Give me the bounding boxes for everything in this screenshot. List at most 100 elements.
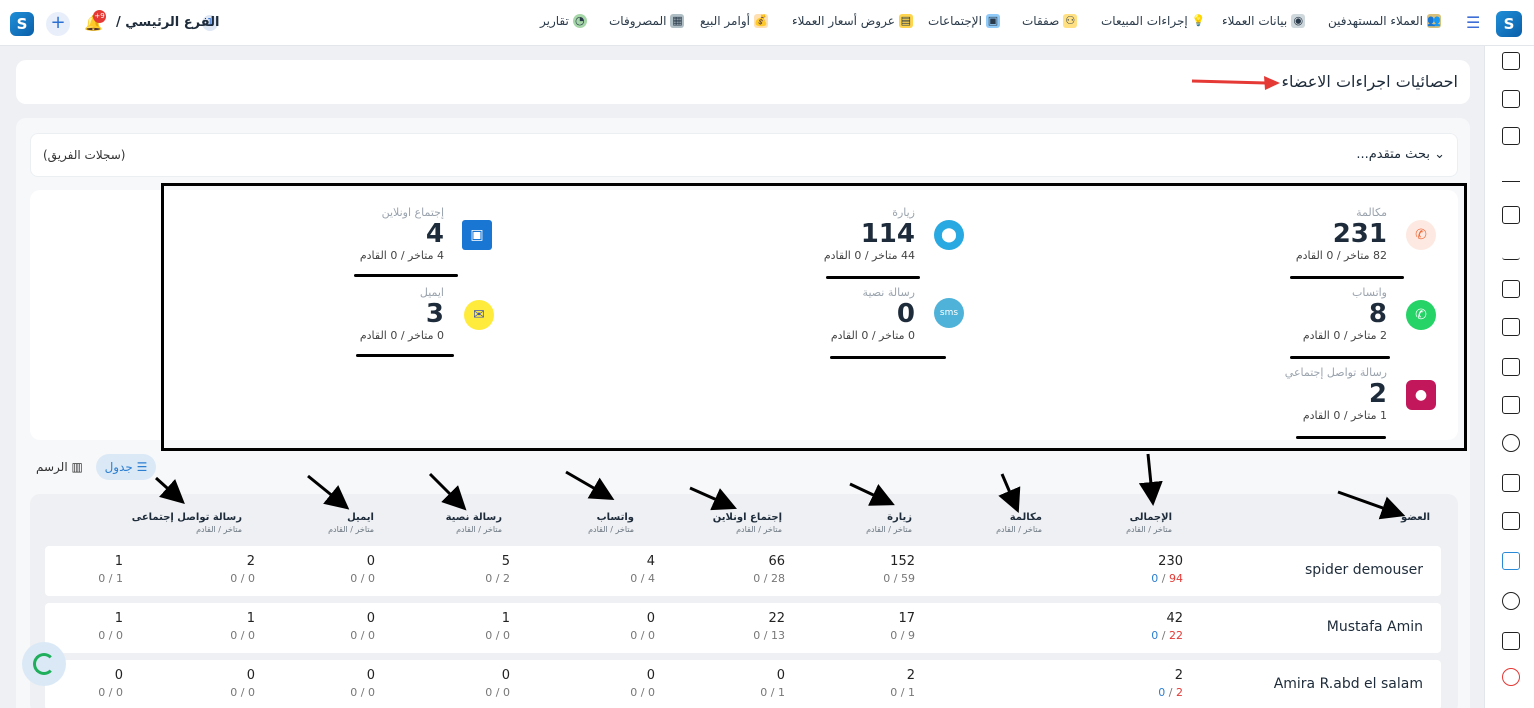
chevron-down-icon: ⌄	[1434, 147, 1445, 162]
cell-value: 0	[366, 668, 375, 683]
cell-breakdown: 0 / 0	[350, 572, 375, 585]
table-view-button[interactable]: ☰ جدول	[96, 454, 156, 480]
red-annotation-arrow	[1191, 76, 1280, 90]
nav-meetings[interactable]: ▣ الإجتماعات	[928, 14, 1000, 28]
cell-value: 0	[646, 611, 655, 626]
cell-breakdown: 0 / 0	[98, 686, 123, 699]
sidebar-settings-icon[interactable]	[1502, 592, 1520, 610]
stat-cell: 0 0 / 0	[630, 611, 655, 642]
cell-value: 66	[768, 554, 785, 569]
cell-breakdown: 0 / 1	[890, 686, 915, 699]
sidebar-leads-icon[interactable]	[1502, 52, 1520, 70]
stat-whatsapp: واتساب 8 2 متاخر / 0 القادم	[1302, 286, 1387, 342]
branch-number-badge: 1	[202, 15, 218, 31]
stat-email: ايميل 3 0 متاخر / 0 القادم	[359, 286, 444, 342]
sidebar-box-icon[interactable]	[1502, 396, 1520, 414]
sidebar-user-icon[interactable]	[1502, 434, 1520, 452]
menu-icon[interactable]: ☰	[1466, 13, 1481, 32]
stat-cell: 0 0 / 0	[98, 668, 123, 699]
advanced-search-toggle[interactable]: ⌄ بحث متقدم...	[1356, 147, 1445, 162]
cell-value: 1	[114, 554, 123, 569]
cell-breakdown: 0 / 28	[753, 572, 785, 585]
sidebar-money-icon[interactable]	[1502, 127, 1520, 145]
sidebar-team-icon[interactable]	[1502, 90, 1520, 108]
branch-selector[interactable]: الفرع الرئيسي /	[116, 15, 220, 30]
total-breakdown: 0 / 94	[1151, 572, 1183, 585]
cell-breakdown: 0 / 59	[883, 572, 915, 585]
cell-breakdown: 0 / 0	[630, 629, 655, 642]
target-customers-icon: 👥	[1426, 14, 1441, 28]
sidebar-pen-icon[interactable]	[1502, 318, 1520, 336]
online-meeting-icon: ▣	[462, 220, 492, 250]
loading-spinner	[22, 642, 66, 686]
col-online-meeting: إجتماع اونلاين متاخر / القادم	[712, 512, 782, 534]
cell-value: 0	[366, 611, 375, 626]
cell-breakdown: 0 / 0	[98, 629, 123, 642]
cell-value: 0	[646, 668, 655, 683]
nav-expenses[interactable]: ▦ المصروفات	[609, 14, 685, 28]
sidebar-stats-icon[interactable]	[1502, 552, 1520, 570]
cell-breakdown: 0 / 13	[753, 629, 785, 642]
cell-breakdown: 0 / 1	[760, 686, 785, 699]
sidebar-invoice-icon[interactable]	[1502, 280, 1520, 298]
whatsapp-icon: ✆	[1406, 300, 1436, 330]
team-records-label: (سجلات الفريق)	[43, 148, 126, 162]
member-name: spider demouser	[1304, 562, 1423, 578]
nav-target-customers[interactable]: 👥 العملاء المستهدفين	[1328, 14, 1441, 28]
email-icon: ✉	[464, 300, 494, 330]
underline-mark	[1290, 276, 1404, 279]
cell-value: 0	[114, 668, 123, 683]
nav-quotes[interactable]: ▤ عروض أسعار العملاء	[792, 14, 913, 28]
nav-customer-data[interactable]: ◉ بيانات العملاء	[1222, 14, 1306, 28]
deals-icon: ⚇	[1063, 14, 1078, 28]
col-visit: زيارة متاخر / القادم	[866, 512, 912, 534]
col-social: رسالة تواصل إجتماعى متاخر / القادم	[131, 512, 242, 534]
underline-mark	[354, 274, 458, 277]
meetings-icon: ▣	[985, 14, 1000, 28]
secondary-logo-icon[interactable]: S	[10, 12, 34, 36]
sidebar-warning-icon[interactable]	[1502, 164, 1520, 182]
customer-data-icon: ◉	[1291, 14, 1306, 28]
col-total: الإجمالى متاخر / القادم	[1126, 512, 1172, 534]
nav-deals[interactable]: ⚇ صفقات	[1022, 14, 1078, 28]
cell-breakdown: 0 / 2	[485, 572, 510, 585]
sidebar-video-icon[interactable]	[1502, 206, 1520, 224]
cell-breakdown: 0 / 0	[230, 629, 255, 642]
sidebar-window-icon[interactable]	[1502, 632, 1520, 650]
page-title: احصائيات اجراءات الاعضاء	[1281, 72, 1458, 91]
stat-cell: 66 0 / 28	[753, 554, 785, 585]
nav-sales-actions[interactable]: 💡 إجراءات المبيعات	[1101, 14, 1206, 28]
total-breakdown: 0 / 22	[1151, 629, 1183, 642]
underline-mark	[1296, 436, 1386, 439]
nav-reports[interactable]: ◔ تقارير	[540, 14, 587, 28]
cell-breakdown: 0 / 4	[630, 572, 655, 585]
sidebar-add-doc-icon[interactable]	[1502, 474, 1520, 492]
sidebar-triangle-icon[interactable]	[1502, 242, 1520, 260]
cell-value: 22	[768, 611, 785, 626]
cell-breakdown: 0 / 0	[230, 686, 255, 699]
cell-value: 0	[246, 668, 255, 683]
app-logo-icon[interactable]: S	[1496, 11, 1522, 37]
nav-sales-orders[interactable]: 💰 أوامر البيع	[700, 14, 768, 28]
quotes-icon: ▤	[898, 14, 913, 28]
col-call: مكالمة متاخر / القادم	[996, 512, 1042, 534]
sidebar-shield-icon[interactable]	[1502, 512, 1520, 530]
sidebar-power-icon[interactable]	[1502, 668, 1520, 686]
cell-value: 0	[366, 554, 375, 569]
chart-view-button[interactable]: ▥ الرسم	[36, 460, 83, 474]
add-button[interactable]: +	[46, 12, 70, 36]
phone-call-icon: ✆	[1406, 220, 1436, 250]
upcoming-count: 0	[1158, 686, 1166, 699]
sidebar-printer-icon[interactable]	[1502, 358, 1520, 376]
stat-cell: 0 0 / 0	[230, 668, 255, 699]
